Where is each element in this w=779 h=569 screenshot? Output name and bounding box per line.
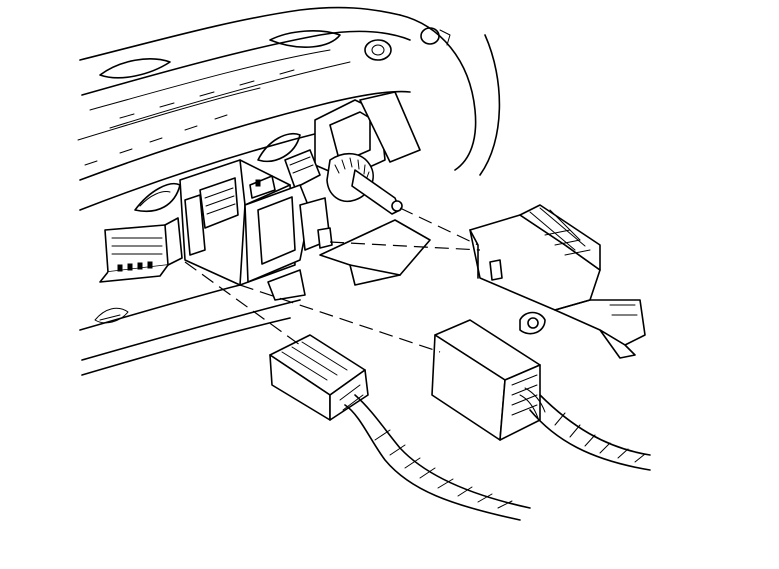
- dash-panel: [77, 6, 501, 376]
- dimmer-switch: [326, 152, 403, 215]
- headlamp-switch: [99, 159, 333, 301]
- switch-pigtail-connector: [469, 204, 646, 359]
- switch-harness-connector: [269, 319, 651, 521]
- switch-mounting-bracket: [284, 91, 431, 286]
- assembly-centerlines: [184, 207, 481, 353]
